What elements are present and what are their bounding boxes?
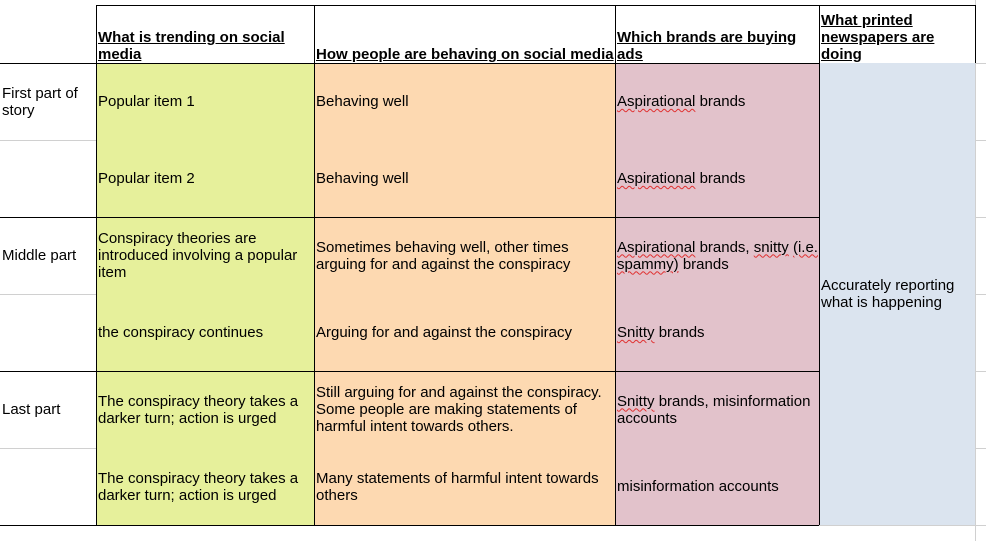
brands-cell[interactable]: Aspirational brands, snitty (i.e. spammy… <box>615 217 819 294</box>
brands-text: Aspirational brands, snitty (i.e. spammy… <box>617 238 818 273</box>
border-line <box>615 5 616 525</box>
spellcheck-flagged-word: Aspirational <box>617 170 696 187</box>
header-behaving[interactable]: How people are behaving on social media <box>314 0 615 63</box>
header-newspapers[interactable]: What printed newspapers are doing <box>819 0 975 63</box>
brands-cell[interactable]: misinformation accounts <box>615 448 819 525</box>
behaving-text: Behaving well <box>316 170 409 187</box>
trending-text: the conspiracy continues <box>98 324 264 341</box>
trending-cell[interactable]: Popular item 2 <box>96 140 314 217</box>
row-label-first[interactable]: First part of story <box>0 63 96 140</box>
spellcheck-flagged-word: (i.e. <box>792 238 818 256</box>
behaving-cell[interactable]: Arguing for and against the conspiracy <box>314 294 615 371</box>
behaving-cell[interactable]: Still arguing for and against the conspi… <box>314 371 615 448</box>
corner-cell[interactable] <box>0 0 96 63</box>
trending-text: The conspiracy theory takes a darker tur… <box>98 469 299 504</box>
behaving-text: Behaving well <box>316 93 409 110</box>
header-brands-label: Which brands are buying ads <box>617 29 797 63</box>
brands-cell[interactable]: Snitty brands, misinformation accounts <box>615 371 819 448</box>
border-line <box>314 5 315 525</box>
border-line <box>0 217 819 218</box>
brands-cell[interactable]: Aspirational brands <box>615 63 819 140</box>
trending-cell[interactable]: The conspiracy theory takes a darker tur… <box>96 448 314 525</box>
behaving-cell[interactable]: Behaving well <box>314 140 615 217</box>
behaving-text: Sometimes behaving well, other times arg… <box>316 238 571 273</box>
brands-text: misinformation accounts <box>617 478 779 495</box>
row-label-empty[interactable] <box>0 294 96 371</box>
behaving-text: Still arguing for and against the conspi… <box>316 384 602 435</box>
brands-text: Aspirational brands <box>617 170 746 187</box>
trending-text: Popular item 1 <box>98 93 195 110</box>
spellcheck-flagged-word: spammy) <box>617 255 679 273</box>
row-label-last-text: Last part <box>2 401 61 418</box>
newspapers-cell[interactable]: Accurately reporting what is happening <box>819 63 975 525</box>
row-label-middle-text: Middle part <box>2 247 77 264</box>
row-label-empty[interactable] <box>0 448 96 525</box>
row-label-first-text: First part of story <box>2 85 78 119</box>
newspapers-text: Accurately reporting what is happening <box>821 277 955 311</box>
spellcheck-flagged-word: Aspirational <box>617 238 696 256</box>
behaving-cell[interactable]: Many statements of harmful intent toward… <box>314 448 615 525</box>
header-behaving-label: How people are behaving on social media <box>316 46 614 63</box>
border-line <box>819 5 820 525</box>
border-line <box>96 5 975 6</box>
brands-text: Aspirational brands <box>617 93 746 110</box>
header-brands[interactable]: Which brands are buying ads <box>615 0 819 63</box>
trending-text: Popular item 2 <box>98 170 195 187</box>
trending-cell[interactable]: Conspiracy theories are introduced invol… <box>96 217 314 294</box>
behaving-cell[interactable]: Behaving well <box>314 63 615 140</box>
header-trending-label: What is trending on social media <box>98 29 285 63</box>
trending-text: The conspiracy theory takes a darker tur… <box>98 392 299 427</box>
spellcheck-flagged-word: Aspirational <box>617 93 696 110</box>
row-label-last[interactable]: Last part <box>0 371 96 448</box>
spellcheck-flagged-word: Snitty <box>617 324 655 341</box>
gridline <box>975 0 976 541</box>
brands-cell[interactable]: Aspirational brands <box>615 140 819 217</box>
border-line <box>0 63 819 64</box>
header-trending[interactable]: What is trending on social media <box>96 0 314 63</box>
row-label-middle[interactable]: Middle part <box>0 217 96 294</box>
border-line <box>96 5 97 525</box>
row-label-empty[interactable] <box>0 140 96 217</box>
brands-text: Snitty brands, misinformation accounts <box>617 392 811 427</box>
border-line <box>0 371 819 372</box>
spellcheck-flagged-word: Snitty <box>617 392 655 410</box>
brands-cell[interactable]: Snitty brands <box>615 294 819 371</box>
trending-cell[interactable]: The conspiracy theory takes a darker tur… <box>96 371 314 448</box>
border-line <box>975 5 976 63</box>
behaving-text: Arguing for and against the conspiracy <box>316 324 572 341</box>
brands-text: Snitty brands <box>617 324 705 341</box>
trending-cell[interactable]: the conspiracy continues <box>96 294 314 371</box>
behaving-cell[interactable]: Sometimes behaving well, other times arg… <box>314 217 615 294</box>
header-newspapers-label: What printed newspapers are doing <box>821 12 935 63</box>
trending-cell[interactable]: Popular item 1 <box>96 63 314 140</box>
trending-text: Conspiracy theories are introduced invol… <box>98 230 298 281</box>
border-line <box>0 525 819 526</box>
behaving-text: Many statements of harmful intent toward… <box>316 469 599 504</box>
spellcheck-flagged-word: snitty <box>753 238 789 256</box>
